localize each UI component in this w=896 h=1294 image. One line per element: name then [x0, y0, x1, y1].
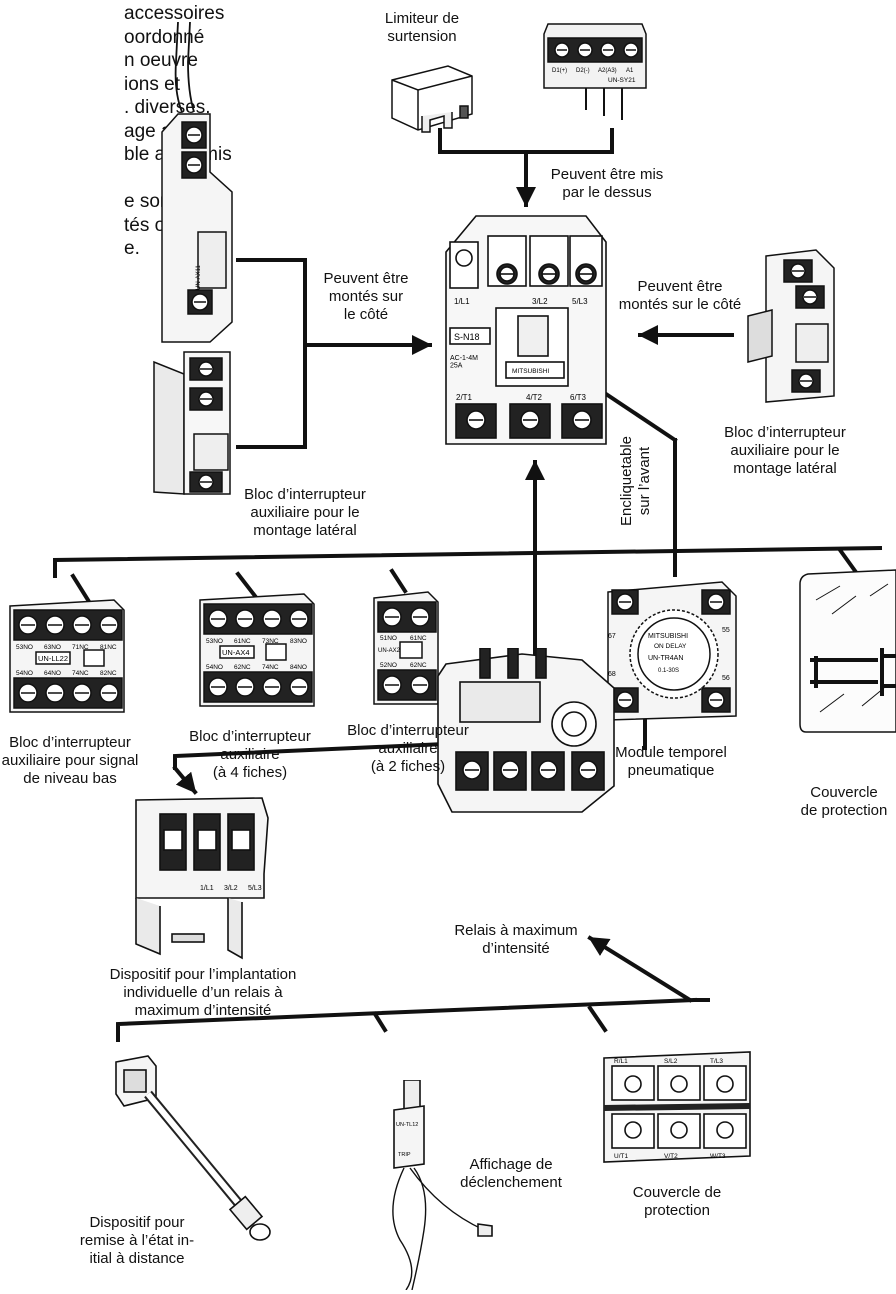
contact-label: 53NO [16, 644, 33, 651]
timer-terminal-label: 55 [722, 627, 730, 634]
label-bloc-niveau-bas: Bloc d’interrupteur auxiliaire pour sign… [1, 734, 139, 787]
overload-relay-illustration [437, 648, 615, 813]
contact-label: 52NO [380, 662, 397, 669]
trip-label: TRIP [398, 1152, 411, 1158]
unit-terminal-label: 1/L1 [200, 885, 214, 892]
intro-line: n oeuvre [124, 50, 198, 71]
block-model-label: UN-LL22 [38, 654, 68, 663]
label-bloc-4-fiches: Bloc d’interrupteur auxiliaire (à 4 fich… [189, 728, 311, 781]
cover-terminal-label: W/T3 [710, 1153, 726, 1160]
contact-label: 84NO [290, 664, 307, 671]
timer-mode-label: ON DELAY [654, 643, 687, 650]
surge-module-illustration: D1(+) D2(-) A2(A3) A1 UN-SY21 [543, 23, 647, 120]
intro-line: accessoires [124, 3, 225, 24]
contact-label: 54NO [206, 664, 223, 671]
relay-cover-illustration: R/L1 S/L2 T/L3 U/T1 V/T2 W/T3 [603, 1051, 751, 1163]
contact-label: 81NC [100, 644, 117, 651]
trip-model-label: UN-TL12 [396, 1122, 418, 1128]
label-montes-gauche: Peuvent être montés sur le côté [323, 270, 409, 323]
aux-block-ll22-illustration: 53NO 63NO 71NC 81NC UN-LL22 54NO 64NO 74… [9, 599, 125, 713]
surge-terminal-label: D1(+) [552, 68, 567, 74]
timer-terminal-label: 56 [722, 675, 730, 682]
label-module-temporel: Module temporel pneumatique [615, 744, 727, 779]
contact-label: 71NC [72, 644, 89, 651]
label-encliquetable: Encliquetable sur l’avant [618, 435, 653, 527]
label-montes-droite: Peuvent être montés sur le côté [618, 278, 742, 313]
terminal-label: 3/L2 [532, 297, 548, 306]
surge-terminal-label: A1 [626, 68, 634, 74]
contact-label: 61NC [234, 638, 251, 645]
label-remise-etat: Dispositif pour remise à l’état in- itia… [79, 1214, 195, 1267]
contact-label: 82NC [100, 670, 117, 677]
surge-terminal-label: D2(-) [576, 68, 590, 74]
contact-label: 51NO [380, 635, 397, 642]
terminal-label: 6/T3 [570, 393, 587, 402]
unit-terminal-label: 3/L2 [224, 885, 238, 892]
contact-label: 83NO [290, 638, 307, 645]
contact-label: 74NC [262, 664, 279, 671]
timer-terminal-label: 68 [608, 671, 616, 678]
label-affichage: Affichage de déclenchement [460, 1156, 562, 1191]
intro-line: ions et [124, 73, 180, 95]
timer-model-label: UN-TR4AN [648, 655, 683, 662]
surge-terminal-label: A2(A3) [598, 68, 617, 74]
intro-line: . diverses. [124, 97, 211, 118]
trip-indicator-illustration: UN-TL12 TRIP [392, 1080, 493, 1290]
terminal-label: 2/T1 [456, 393, 473, 402]
terminal-label: 1/L1 [454, 297, 470, 306]
label-couvercle-bas: Couvercle de protection [632, 1184, 722, 1219]
side-block-model-label: UN-AX11 [196, 264, 202, 290]
timer-time-label: 0.1-30S [658, 668, 679, 674]
aux-block-ax2-illustration: 51NO 61NC UN-AX2 52NO 62NC [373, 591, 439, 705]
cover-terminal-label: T/L3 [710, 1058, 723, 1065]
side-block-left-illustration [153, 351, 231, 495]
side-block-right-illustration [747, 249, 835, 403]
contact-label: 62NC [234, 664, 251, 671]
timer-terminal-label: 67 [608, 633, 616, 640]
label-dispositif-implantation: Dispositif pour l’implantation individue… [109, 966, 297, 1019]
label-mis-dessus: Peuvent être mis par le dessus [550, 166, 664, 201]
contact-label: 53NO [206, 638, 223, 645]
surge-limiter-illustration [391, 65, 473, 133]
timer-module-illustration: MITSUBISHI ON DELAY UN-TR4AN 0.1-30S 67 … [607, 581, 737, 721]
side-block-left-wired-illustration: UN-AX11 [161, 22, 233, 343]
contact-label: 54NO [16, 670, 33, 677]
block-model-label: UN-AX4 [222, 648, 250, 657]
cover-terminal-label: R/L1 [614, 1058, 628, 1065]
label-bloc-lateral-droite: Bloc d’interrupteur auxiliaire pour le m… [724, 424, 846, 477]
label-relais: Relais à maximum d’intensité [454, 922, 578, 957]
label-bloc-lateral-gauche: Bloc d’interrupteur auxiliaire pour le m… [244, 486, 366, 539]
contact-label: 64NO [44, 670, 61, 677]
contact-label: 73NC [262, 638, 279, 645]
intro-line: oordonné [124, 26, 205, 48]
label-bloc-2-fiches: Bloc d’interrupteur auxiliaire (à 2 fich… [347, 722, 469, 775]
label-couvercle-haut: Couvercle de protection [800, 784, 888, 819]
remote-reset-illustration [115, 1055, 271, 1241]
cover-terminal-label: U/T1 [614, 1153, 628, 1160]
contact-label: 63NO [44, 644, 61, 651]
protective-cover-illustration [799, 569, 896, 733]
intro-line: e. [124, 238, 140, 259]
contactor-model-label: S-N18 [454, 332, 480, 342]
contact-label: 61NC [410, 635, 427, 642]
mounting-unit-illustration: 1/L1 3/L2 5/L3 [135, 797, 269, 960]
block-model-label: UN-AX2 [378, 648, 401, 654]
unit-terminal-label: 5/L3 [248, 885, 262, 892]
timer-brand-label: MITSUBISHI [648, 633, 688, 640]
terminal-label: 5/L3 [572, 297, 588, 306]
contact-label: 74NC [72, 670, 89, 677]
terminal-label: 4/T2 [526, 393, 543, 402]
contact-label: 62NC [410, 662, 427, 669]
cover-terminal-label: S/L2 [664, 1058, 678, 1065]
contactor-brand-label: MITSUBISHI [512, 368, 549, 375]
cover-terminal-label: V/T2 [664, 1153, 678, 1160]
label-limiteur: Limiteur de surtension [384, 10, 460, 45]
surge-model-label: UN-SY21 [608, 77, 636, 84]
aux-block-ax4-illustration: 53NO 61NC 73NC 83NO UN-AX4 54NO 62NC 74N… [199, 593, 315, 707]
